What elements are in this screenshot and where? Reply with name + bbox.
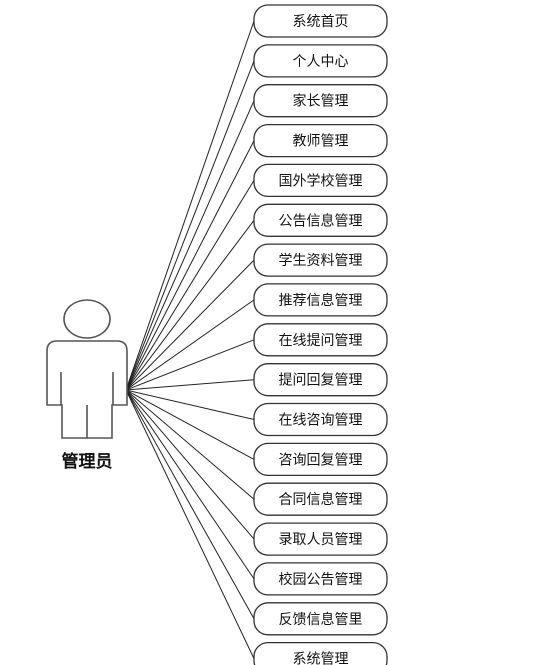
actor-head <box>63 299 111 339</box>
use-case-item: 反馈信息管里 <box>253 602 388 636</box>
use-case-box <box>253 203 388 237</box>
association-line <box>125 389 255 620</box>
use-case-label: 个人中心 <box>293 54 349 70</box>
association-lines <box>125 20 255 659</box>
association-line <box>125 339 255 391</box>
use-case-box <box>253 283 388 317</box>
use-case-item: 系统首页 <box>253 4 388 38</box>
use-case-box <box>253 84 388 118</box>
association-line <box>125 389 255 420</box>
use-case-box <box>253 562 388 596</box>
use-case-item: 学生资料管理 <box>253 243 388 277</box>
association-line <box>125 389 255 540</box>
use-case-box <box>253 243 388 277</box>
use-case-label: 提问回复管理 <box>279 372 363 389</box>
actor-body <box>46 340 128 439</box>
use-case-item: 个人中心 <box>253 44 388 78</box>
use-case-item: 系统管理 <box>253 641 388 665</box>
person-icon <box>46 299 128 439</box>
association-line <box>125 140 255 391</box>
association-line <box>125 389 255 500</box>
use-case-label: 家长管理 <box>293 93 349 110</box>
use-case-label: 推荐信息管理 <box>279 292 363 309</box>
use-case-item: 在线提问管理 <box>253 323 388 357</box>
association-line <box>125 100 255 391</box>
use-case-box <box>253 442 388 477</box>
use-case-box <box>253 602 388 636</box>
use-case-label: 系统首页 <box>293 14 349 30</box>
actor-figure: 管理员 <box>46 299 128 472</box>
use-case-box <box>253 402 388 437</box>
use-case-item: 录取人员管理 <box>253 522 388 556</box>
use-case-label: 校园公告管理 <box>279 571 363 588</box>
use-case-label: 公告信息管理 <box>279 212 363 229</box>
use-case-label: 反馈信息管里 <box>279 611 363 628</box>
use-case-list: 系统首页个人中心家长管理教师管理国外学校管理公告信息管理学生资料管理推荐信息管理… <box>253 4 388 665</box>
use-case-item: 推荐信息管理 <box>253 283 388 317</box>
use-case-box <box>253 482 388 516</box>
use-case-item: 教师管理 <box>253 123 388 158</box>
association-line <box>125 20 255 391</box>
use-case-box <box>253 163 388 198</box>
association-line <box>125 180 255 391</box>
association-line <box>125 299 255 391</box>
association-line <box>125 379 255 391</box>
association-line <box>125 389 255 659</box>
use-case-box <box>253 641 388 665</box>
use-case-label: 在线提问管理 <box>279 333 363 349</box>
use-case-label: 国外学校管理 <box>279 172 363 189</box>
use-case-label: 在线咨询管理 <box>279 413 363 429</box>
use-case-label: 合同信息管理 <box>279 491 363 508</box>
association-line <box>125 389 255 460</box>
use-case-box <box>253 4 388 38</box>
use-case-label: 学生资料管理 <box>279 253 363 269</box>
association-line <box>125 259 255 391</box>
use-case-item: 提问回复管理 <box>253 363 388 397</box>
use-case-item: 国外学校管理 <box>253 163 388 198</box>
association-line <box>125 219 255 391</box>
use-case-item: 公告信息管理 <box>253 203 388 237</box>
use-case-item: 家长管理 <box>253 84 388 118</box>
use-case-item: 合同信息管理 <box>253 482 388 516</box>
actor-label: 管理员 <box>62 451 113 472</box>
use-case-item: 校园公告管理 <box>253 562 388 596</box>
use-case-box <box>253 44 388 78</box>
association-line <box>125 389 255 580</box>
use-case-label: 录取人员管理 <box>279 532 363 548</box>
use-case-label: 系统管理 <box>293 652 349 665</box>
use-case-item: 咨询回复管理 <box>253 442 388 477</box>
use-case-label: 教师管理 <box>293 134 349 150</box>
use-case-box <box>253 323 388 357</box>
association-line <box>125 60 255 391</box>
use-case-item: 在线咨询管理 <box>253 402 388 437</box>
use-case-box <box>253 123 388 158</box>
use-case-box <box>253 522 388 556</box>
use-case-label: 咨询回复管理 <box>279 451 363 468</box>
use-case-box <box>253 363 388 397</box>
